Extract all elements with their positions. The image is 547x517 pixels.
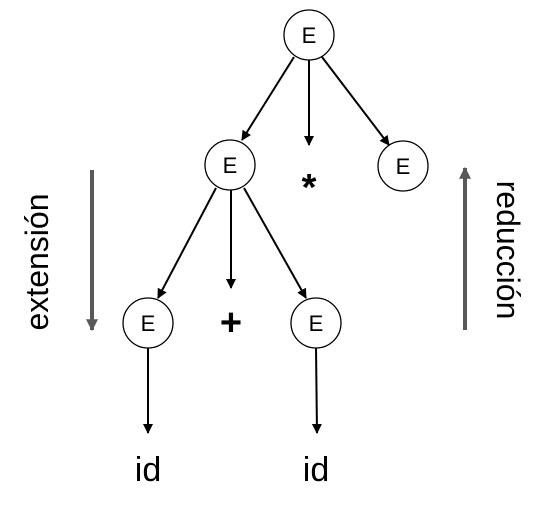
- node-bottom-left-label: E: [141, 311, 156, 336]
- node-bottom-right: E: [290, 297, 342, 349]
- plus-operator: +: [220, 302, 242, 344]
- edge-root-to-right-e: [321, 56, 390, 146]
- node-root: E: [283, 9, 335, 61]
- reduction-label: reducción: [490, 181, 526, 320]
- edge-root-to-left-e: [241, 56, 295, 141]
- multiply-operator: *: [302, 167, 317, 209]
- node-bottom-right-label: E: [309, 311, 324, 336]
- node-mid-right: E: [377, 140, 429, 192]
- edge-bottom-right-e-to-id: [311, 347, 322, 434]
- node-root-label: E: [302, 23, 317, 48]
- edge-mid-to-bottom-right-e: [243, 187, 307, 299]
- leaf-id-left: id: [135, 451, 161, 489]
- node-mid-right-label: E: [396, 154, 411, 179]
- node-mid-left-label: E: [223, 153, 238, 178]
- edge-mid-to-bottom-left-e: [157, 187, 217, 299]
- node-bottom-left: E: [122, 297, 174, 349]
- extension-label: extensión: [19, 194, 55, 331]
- tree-edges: [143, 56, 390, 434]
- node-mid-left: E: [204, 139, 256, 191]
- leaf-id-right: id: [303, 451, 329, 489]
